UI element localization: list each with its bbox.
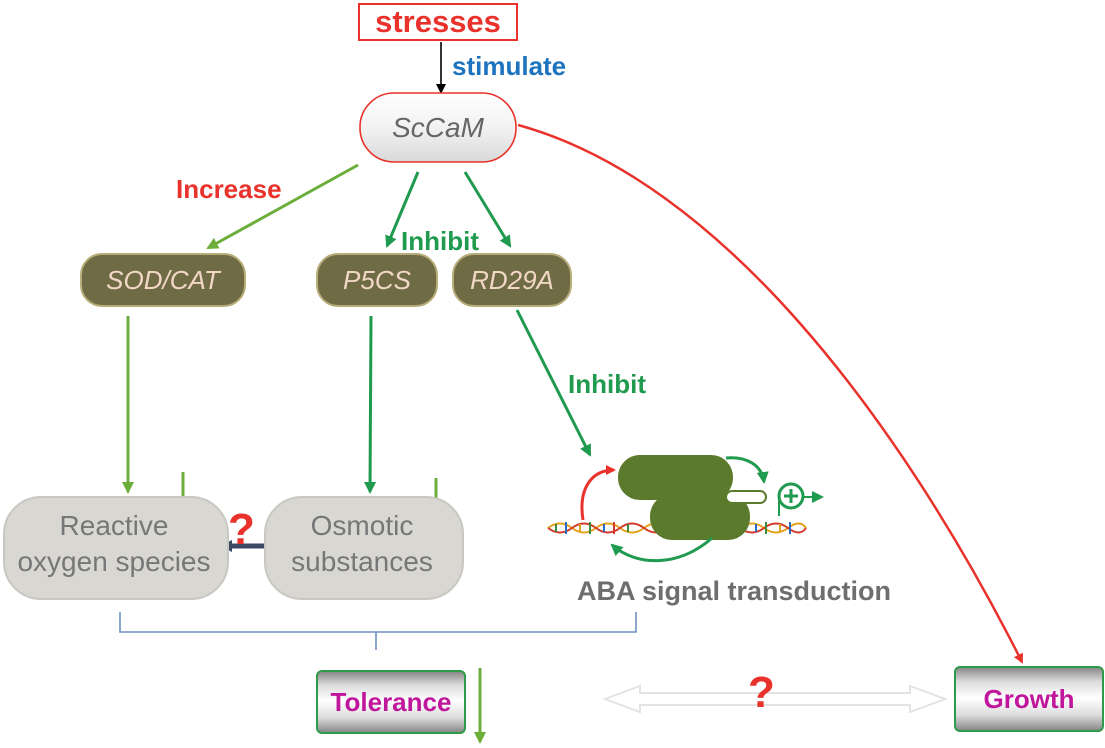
aba-green-top-arrow	[725, 456, 769, 484]
sccam-label: ScCaM	[392, 112, 484, 143]
aba-green-bottom-arrow	[610, 536, 713, 563]
increase-label: Increase	[176, 174, 282, 204]
inhibit-mid-label: Inhibit	[568, 369, 646, 399]
aba-illustration	[547, 455, 822, 563]
aba-complex-connector	[725, 490, 767, 504]
sod-cat-node: SOD/CAT	[80, 253, 246, 307]
activation-arrow	[778, 497, 822, 516]
osmotic-label-line2: substances	[291, 546, 433, 577]
rd29a-to-aba-arrow	[515, 309, 592, 457]
increase-arrow	[206, 163, 359, 250]
osmotic-label: Osmotic substances	[264, 508, 460, 580]
tolerance-growth-link-arrow	[602, 684, 948, 714]
aba-complex-bottom	[650, 494, 750, 540]
ros-label-line2: oxygen species	[17, 546, 211, 577]
aba-red-cycle-arrow	[580, 465, 616, 521]
tolerance-growth-question-mark: ?	[748, 668, 775, 717]
inhibit-p5cs-arrow	[385, 171, 420, 248]
stimulate-label: stimulate	[452, 51, 567, 81]
ros-label-line1: Reactive	[59, 510, 169, 541]
ros-node	[3, 496, 229, 600]
aba-complex-top	[618, 455, 733, 500]
sccam-node-shape	[359, 92, 517, 163]
ros-osmotic-question-mark: ?	[228, 505, 255, 554]
inhibit-rd29a-arrow	[463, 171, 512, 248]
tolerance-node: Tolerance	[316, 670, 466, 734]
rd29a-node: RD29A	[452, 253, 572, 307]
stresses-label: stresses	[358, 3, 518, 41]
inhibit-top-label: Inhibit	[401, 226, 479, 256]
growth-node: Growth	[954, 666, 1104, 732]
growth-arrow	[517, 123, 1024, 664]
p5cs-node: P5CS	[316, 253, 438, 307]
aba-label: ABA signal transduction	[577, 576, 892, 606]
osmotic-node	[264, 496, 464, 600]
ros-label: Reactive oxygen species	[3, 508, 225, 580]
tolerance-brace	[119, 612, 637, 650]
osmotic-label-line1: Osmotic	[310, 510, 414, 541]
p5cs-to-osmotic-arrow	[364, 315, 377, 494]
